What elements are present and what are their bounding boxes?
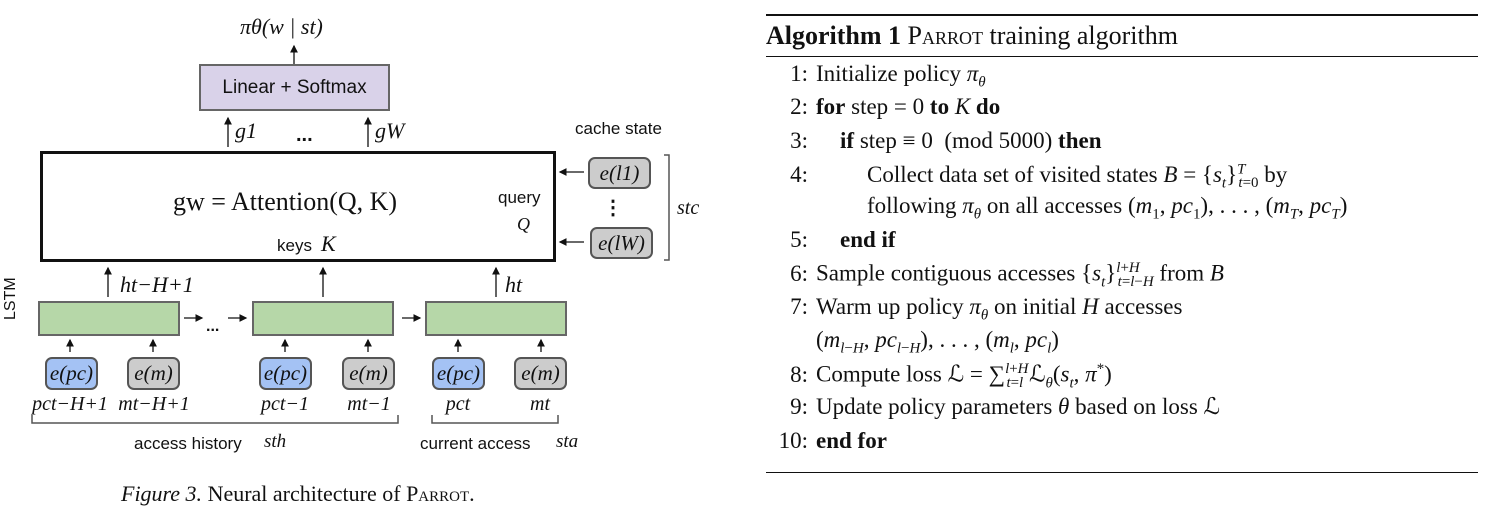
input-label-m-prev: mt−1 <box>347 393 391 415</box>
algorithm-line-6: 6:Sample contiguous accesses {st}l+Ht=l−… <box>790 260 1224 291</box>
cache-embedding-lW: e(lW) <box>590 227 653 259</box>
gW-label: gW <box>375 118 405 143</box>
algorithm-line-9: 9:Update policy parameters θ based on lo… <box>790 394 1221 419</box>
lstm-cell-current <box>425 301 567 336</box>
caption-name: Parrot <box>406 481 470 506</box>
algorithm-title-name: Parrot <box>907 21 984 50</box>
cache-state-symbol: stc <box>677 197 700 219</box>
linear-softmax-label: Linear + Softmax <box>222 76 367 98</box>
pc-embedding-current: e(pc) <box>432 357 485 390</box>
input-label-m-current: mt <box>530 393 550 415</box>
cache-state-label: cache state <box>575 119 662 138</box>
attention-box: gw = Attention(Q, K) query Q keys K <box>40 151 556 262</box>
input-label-pc-first: pct−H+1 <box>32 393 108 415</box>
algorithm-line-5: 5:end if <box>790 227 896 252</box>
access-history-bracket <box>31 415 399 424</box>
algorithm-line-10: 10:end for <box>778 428 887 453</box>
m-embedding-first: e(m) <box>127 357 180 390</box>
hidden-label-first: ht−H+1 <box>120 272 194 297</box>
figure-arrows <box>31 44 670 424</box>
cache-embedding-l1: e(l1) <box>588 157 651 189</box>
pc-embedding-first: e(pc) <box>45 357 98 390</box>
hidden-label-t: ht <box>505 272 523 297</box>
algorithm-title: Algorithm 1 Parrot training algorithm <box>766 21 1178 51</box>
policy-output-label: πθ(w | st) <box>240 14 323 39</box>
algorithm-top-rule <box>766 14 1478 16</box>
lstm-label: LSTM <box>2 277 19 320</box>
caption-prefix: Figure 3. <box>121 481 203 506</box>
lstm-cell-prev <box>252 301 394 336</box>
access-history-symbol: sth <box>264 431 287 452</box>
m-embedding-current: e(m) <box>514 357 567 390</box>
lstm-ellipsis: ... <box>206 318 220 335</box>
query-label: query <box>498 188 541 207</box>
algorithm-line-1: 1:Initialize policy πθ <box>790 61 986 91</box>
figure-caption: Figure 3. Neural architecture of Parrot. <box>121 481 475 507</box>
algorithm-title-rest: training algorithm <box>989 21 1178 50</box>
algorithm-line-7: 7:Warm up policy πθ on initial H accesse… <box>790 294 1183 324</box>
algorithm-line-7-cont: (ml−H, pcl−H), . . . , (ml, pcl) <box>816 327 1059 357</box>
cache-bracket <box>664 154 670 261</box>
keys-symbol: K <box>321 231 336 256</box>
algorithm-mid-rule <box>766 56 1478 57</box>
algorithm-title-bold: Algorithm 1 <box>766 21 902 50</box>
algorithm-line-8: 8:Compute loss ℒ = ∑l+Ht=l ℒθ(st, π*) <box>790 361 1112 392</box>
g-ellipsis: ... <box>296 124 313 146</box>
keys-label: keys <box>277 236 312 255</box>
input-label-pc-current: pct <box>445 393 471 415</box>
query-symbol: Q <box>517 214 530 234</box>
algorithm-line-2: 2:for step = 0 to K do <box>790 94 1001 119</box>
m-embedding-prev: e(m) <box>342 357 395 390</box>
lstm-cell-first <box>38 301 180 336</box>
algorithm-line-4-cont: following πθ on all accesses (m1, pc1), … <box>867 193 1348 223</box>
current-access-symbol: sta <box>556 431 579 452</box>
input-label-pc-prev: pct−1 <box>261 393 309 415</box>
caption-text: Neural architecture of <box>207 481 401 506</box>
linear-softmax-box: Linear + Softmax <box>199 64 390 111</box>
input-label-m-first: mt−H+1 <box>118 393 190 415</box>
caption-suffix: . <box>469 481 475 506</box>
current-access-bracket <box>431 415 559 424</box>
algorithm-line-3: 3:if step ≡ 0 (mod 5000) then <box>790 128 1102 153</box>
algorithm-line-4: 4:Collect data set of visited states B =… <box>790 161 1288 192</box>
attention-formula: gw = Attention(Q, K) <box>173 187 398 216</box>
current-access-label: current access <box>420 434 531 453</box>
algorithm-bottom-rule <box>766 472 1478 473</box>
access-history-label: access history <box>134 434 242 453</box>
cache-vertical-ellipsis: ⋮ <box>603 197 623 219</box>
pc-embedding-prev: e(pc) <box>259 357 312 390</box>
g1-label: g1 <box>235 118 257 143</box>
